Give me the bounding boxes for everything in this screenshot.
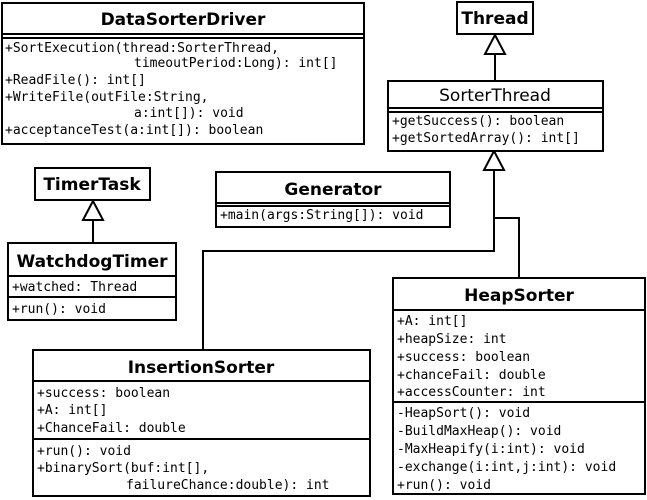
class-name: Thread <box>461 9 528 29</box>
class-sorterthread: SorterThread +getSuccess(): boolean +get… <box>387 80 604 152</box>
class-name: TimerTask <box>43 175 141 195</box>
inheritance-connectors <box>81 32 520 350</box>
class-name: Generator <box>284 180 382 200</box>
attribute: +success: boolean <box>37 386 170 401</box>
class-datasorterdriver: DataSorterDriver +SortExecution(thread:S… <box>1 2 365 145</box>
class-box <box>387 80 604 152</box>
timertask-inheritance-arrowhead <box>81 198 105 221</box>
attribute: +watched: Thread <box>12 280 137 295</box>
method: +SortExecution(thread:SorterThread, <box>5 41 279 56</box>
thread-inheritance-arrowhead <box>483 32 507 55</box>
method: -exchange(i:int,j:int): void <box>397 460 616 475</box>
method: +run(): void <box>37 444 131 459</box>
insertionsorter-to-sorterthread-line <box>202 170 495 350</box>
method: -MaxHeapify(i:int): void <box>397 442 585 457</box>
sorterthread-inheritance-arrowhead <box>482 148 506 171</box>
method: +run(): void <box>397 478 491 493</box>
class-box <box>392 277 646 495</box>
method: +main(args:String[]): void <box>220 208 424 223</box>
attribute: +ChanceFail: double <box>37 421 186 436</box>
class-box <box>215 171 451 228</box>
class-name: SorterThread <box>439 86 551 106</box>
class-thread: Thread <box>456 1 534 35</box>
class-box <box>7 242 177 321</box>
class-name: HeapSorter <box>464 286 574 306</box>
attribute: +heapSize: int <box>397 332 507 347</box>
attribute: +success: boolean <box>397 350 530 365</box>
attribute: +accessCounter: int <box>397 385 546 400</box>
method-continuation: timeoutPeriod:Long): int[] <box>134 56 338 71</box>
class-generator: Generator +main(args:String[]): void <box>215 171 451 228</box>
class-box <box>1 2 365 145</box>
method: +getSortedArray(): int[] <box>392 131 580 146</box>
class-timertask: TimerTask <box>34 167 151 201</box>
method-continuation: failureChance:double): int <box>126 478 330 493</box>
class-box <box>456 1 534 35</box>
class-name: InsertionSorter <box>128 358 275 378</box>
method: +binarySort(buf:int[], <box>37 461 209 476</box>
method: -HeapSort(): void <box>397 406 530 421</box>
class-insertionsorter: InsertionSorter +success: boolean +A: in… <box>32 349 371 497</box>
class-name: DataSorterDriver <box>101 10 266 30</box>
method: -BuildMaxHeap(): void <box>397 424 561 439</box>
method: +getSuccess(): boolean <box>392 114 564 129</box>
attribute: +A: int[] <box>37 403 107 418</box>
attribute: +chanceFail: double <box>397 368 546 383</box>
heapsorter-to-sorterthread-line <box>494 217 520 278</box>
class-box <box>34 167 151 201</box>
class-box <box>32 349 371 497</box>
attribute: +A: int[] <box>397 314 467 329</box>
method: +ReadFile(): int[] <box>5 73 146 88</box>
class-watchdogtimer: WatchdogTimer +watched: Thread +run(): v… <box>7 242 177 321</box>
method-continuation: a:int[]): void <box>134 106 244 121</box>
method: +WriteFile(outFile:String, <box>5 90 209 105</box>
method: +acceptanceTest(a:int[]): boolean <box>5 123 263 138</box>
class-name: WatchdogTimer <box>17 252 169 272</box>
method: +run(): void <box>12 302 106 317</box>
class-heapsorter: HeapSorter +A: int[] +heapSize: int +suc… <box>392 277 646 495</box>
